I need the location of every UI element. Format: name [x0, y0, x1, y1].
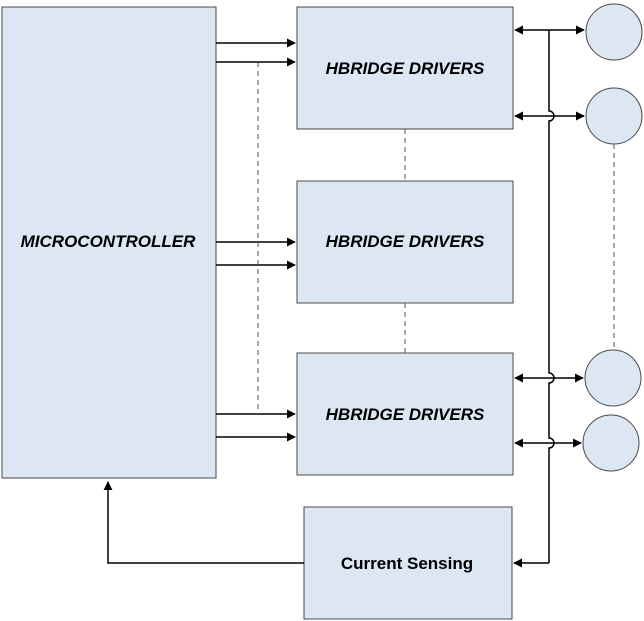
- motor-circle-1: [585, 3, 643, 61]
- current-sensing-block: Current Sensing: [303, 506, 513, 620]
- driver-motor-connections: [514, 25, 585, 448]
- hbridge-driver-block-1: HBRIDGE DRIVERS: [296, 6, 514, 130]
- motor-circle-4: [582, 414, 640, 472]
- current-sensing-to-mcu-arrow: [103, 481, 304, 564]
- hbridge-driver-label-2: HBRIDGE DRIVERS: [326, 232, 485, 251]
- motor-circle-2: [585, 87, 643, 145]
- hbridge-driver-label-1: HBRIDGE DRIVERS: [326, 59, 485, 78]
- current-sense-bus: [548, 30, 555, 563]
- hbridge-driver-block-2: HBRIDGE DRIVERS: [296, 180, 514, 304]
- mcu-to-driver-arrows: [216, 38, 296, 442]
- microcontroller-label: MICROCONTROLLER: [21, 232, 196, 251]
- microcontroller-block: MICROCONTROLLER: [1, 6, 217, 479]
- dashed-continuation-lines: [257, 62, 615, 414]
- motor-circle-3: [584, 349, 642, 407]
- hbridge-driver-label-3: HBRIDGE DRIVERS: [326, 405, 485, 424]
- current-sensing-label: Current Sensing: [341, 554, 473, 573]
- hbridge-driver-block-3: HBRIDGE DRIVERS: [296, 352, 514, 476]
